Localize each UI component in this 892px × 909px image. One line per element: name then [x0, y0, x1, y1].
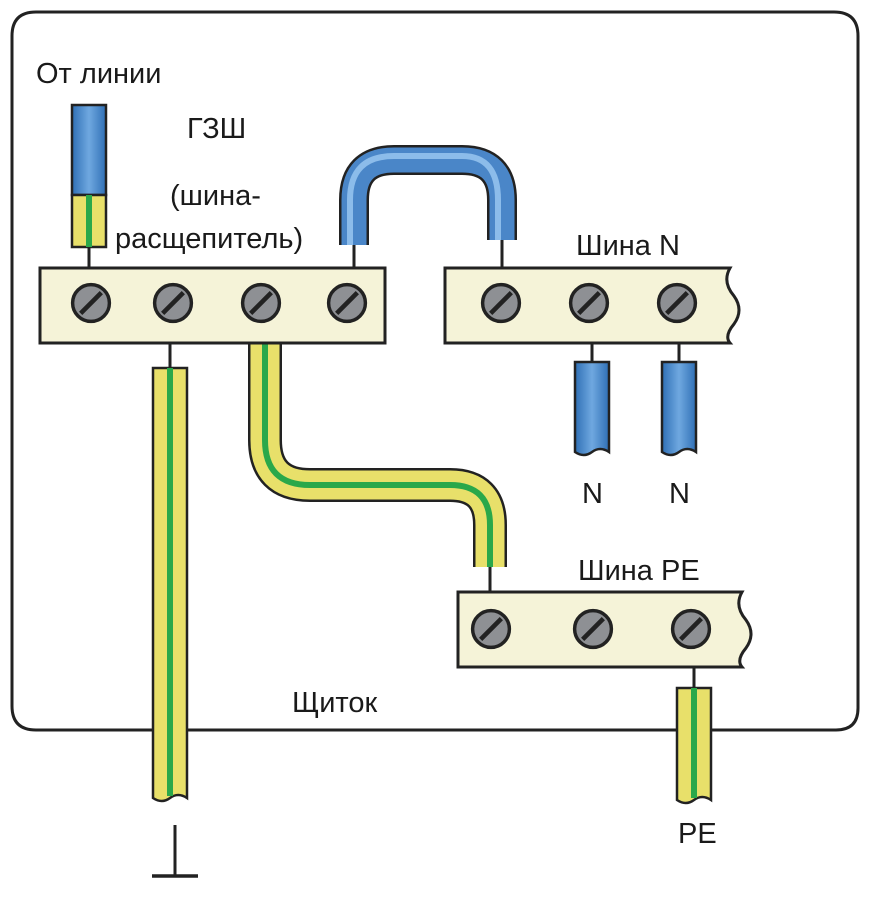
- n-output-wire-right: [660, 343, 698, 457]
- from-line-label: От линии: [36, 58, 161, 90]
- ground-conductor: [151, 343, 189, 803]
- n-bus-label: Шина N: [576, 230, 680, 262]
- screw-terminal-icon: [673, 611, 710, 648]
- splitter-label-line1: (шина-: [170, 180, 261, 212]
- screw-terminal-icon: [243, 285, 280, 322]
- screw-terminal-icon: [659, 285, 696, 322]
- gzsh-to-pe-wire: [248, 343, 507, 592]
- n-wire-label-left: N: [582, 478, 603, 510]
- pe-bus-label: Шина PE: [578, 555, 700, 587]
- n-bus-bar: [443, 266, 741, 345]
- ground-symbol-icon: [152, 825, 198, 878]
- pe-bus-bar: [456, 590, 753, 669]
- screw-terminal-icon: [571, 285, 608, 322]
- screw-terminal-icon: [155, 285, 192, 322]
- pe-output-label: PE: [678, 818, 717, 850]
- screw-terminal-icon: [73, 285, 110, 322]
- jumper-wire: [339, 145, 517, 268]
- screw-terminal-icon: [575, 611, 612, 648]
- pe-output-wire: [675, 667, 713, 805]
- incoming-line-wire: [70, 103, 108, 268]
- panel-label: Щиток: [292, 687, 377, 719]
- n-output-wire-left: [573, 343, 611, 457]
- gzsh-bus-bar: [38, 266, 387, 345]
- screw-terminal-icon: [473, 611, 510, 648]
- panel-enclosure: [10, 10, 860, 732]
- screw-terminal-icon: [329, 285, 366, 322]
- screw-terminal-icon: [483, 285, 520, 322]
- splitter-label-line2: расщепитель): [115, 223, 303, 255]
- gzsh-label: ГЗШ: [187, 113, 246, 145]
- n-wire-label-right: N: [669, 478, 690, 510]
